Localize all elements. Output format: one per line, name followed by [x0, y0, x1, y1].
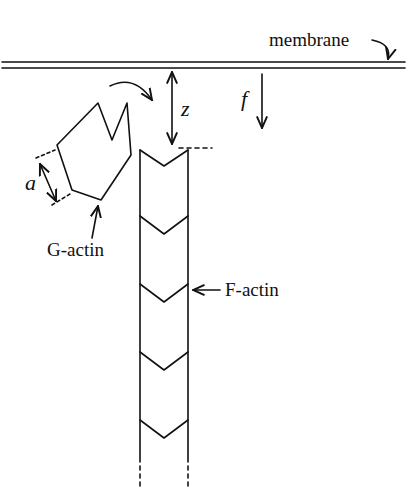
leader-arrow [92, 206, 98, 238]
motion-arrow [110, 82, 152, 100]
leader-arrow [193, 289, 220, 291]
g-actin-monomer [57, 103, 131, 200]
part-label: G-actin [46, 240, 105, 259]
dimension-guide [179, 147, 212, 149]
gap-dimension [171, 72, 173, 144]
f-actin-filament [140, 150, 188, 487]
dimension-symbol: z [180, 98, 191, 120]
membrane-line [2, 67, 405, 69]
membrane-line [2, 61, 405, 63]
part-label: membrane [268, 30, 350, 49]
force-arrow [261, 74, 263, 128]
dimension-symbol: a [24, 172, 37, 194]
leader-arrow [372, 40, 389, 59]
part-label: F-actin [224, 280, 280, 299]
dimension-symbol: f [240, 88, 248, 110]
size-dimension [40, 164, 56, 201]
dimension-guide [36, 150, 55, 158]
